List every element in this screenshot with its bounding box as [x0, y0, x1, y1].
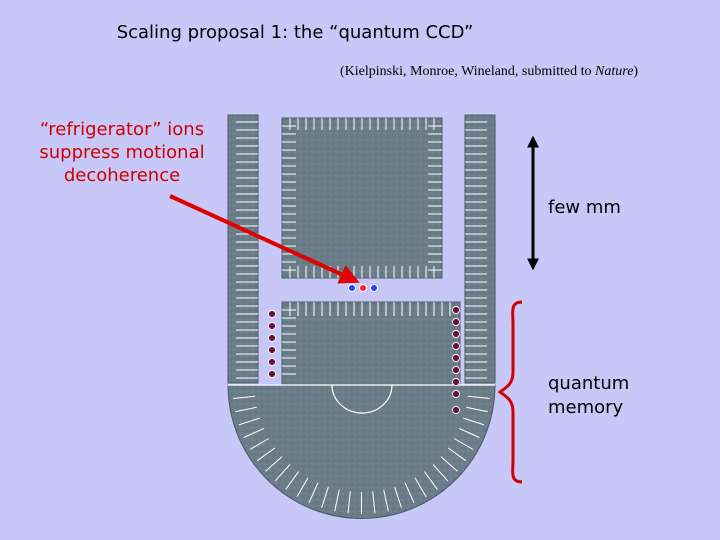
memory-ion: [451, 365, 461, 375]
memory-ion: [267, 357, 277, 367]
semicircle-radial-gap: [265, 456, 283, 472]
semicircle-radial-gap: [321, 486, 329, 508]
trap-electrodes: [227, 114, 496, 519]
semicircle-radial-gap: [285, 471, 300, 490]
semicircle-radial-gap: [235, 406, 257, 413]
semicircle-radial-gap: [383, 489, 389, 512]
semicircle-radial-gap: [432, 464, 449, 482]
electrode-segment-gaps: [233, 118, 490, 514]
citation: (Kielpinski, Monroe, Wineland, submitted…: [340, 64, 638, 80]
semicircle-radial-gap: [453, 438, 474, 450]
semicircle-radial-gap: [440, 456, 458, 472]
memory-ion: [451, 377, 461, 387]
semicircle-radial-gap: [256, 447, 276, 462]
memory-ion: [267, 345, 277, 355]
semicircle-radial-gap: [463, 417, 485, 426]
semicircle-radial-gap: [372, 491, 376, 514]
memory-ion: [451, 329, 461, 339]
citation-journal: Nature: [595, 64, 634, 79]
memory-ion: [267, 333, 277, 343]
memory-ion: [451, 353, 461, 363]
semicircle-radial-gap: [466, 406, 488, 413]
semicircle-radial-gap: [447, 447, 467, 462]
semicircle-radial-gap: [334, 489, 340, 512]
quantum-memory-label: quantum memory: [548, 373, 630, 418]
ion-blue-left: [348, 284, 356, 292]
lower-center-electrode: [281, 301, 461, 386]
ion-red-center: [359, 284, 367, 292]
semicircle-radial-gap: [458, 428, 480, 438]
slide-title: Scaling proposal 1: the “quantum CCD”: [116, 22, 474, 43]
memory-ion: [451, 341, 461, 351]
memory-ion-columns: [267, 305, 461, 415]
semicircle-radial-gap: [249, 438, 270, 450]
left-column-electrode: [227, 114, 259, 384]
semicircle-radial-gap: [233, 395, 256, 399]
upper-center-electrode: [281, 117, 443, 279]
memory-ion: [451, 317, 461, 327]
semicircle-radial-gap: [404, 482, 415, 504]
memory-ion: [451, 389, 461, 399]
semicircle-radial-gap: [238, 417, 260, 426]
memory-ion: [451, 405, 461, 415]
semicircle-radial-gap: [467, 395, 490, 399]
semicircle-radial-gap: [308, 482, 319, 504]
bottom-semicircle-electrode: [227, 384, 496, 519]
semicircle-radial-gap: [423, 471, 438, 490]
semicircle-radial-gap: [296, 477, 309, 497]
refrigerator-ions-label: “refrigerator” ions suppress motional de…: [39, 119, 205, 186]
center-notch: [331, 384, 393, 414]
citation-suffix: ): [633, 64, 639, 79]
semicircle-radial-gap: [274, 464, 291, 482]
semicircle-radial-gap: [414, 477, 427, 497]
citation-prefix: (Kielpinski, Monroe, Wineland, submitted…: [340, 64, 596, 79]
ion-blue-right: [370, 284, 378, 292]
memory-ion: [267, 321, 277, 331]
curly-brace-icon: [497, 300, 523, 484]
scale-label: few mm: [548, 197, 621, 218]
semicircle-radial-gap: [394, 486, 402, 508]
refrigerator-ions: [348, 284, 378, 292]
memory-ion: [451, 305, 461, 315]
memory-ion: [267, 369, 277, 379]
memory-ion: [267, 309, 277, 319]
red-arrow-icon: [169, 194, 360, 284]
semicircle-radial-gap: [347, 491, 351, 514]
right-column-electrode: [464, 114, 496, 384]
semicircle-radial-gap: [243, 428, 265, 438]
